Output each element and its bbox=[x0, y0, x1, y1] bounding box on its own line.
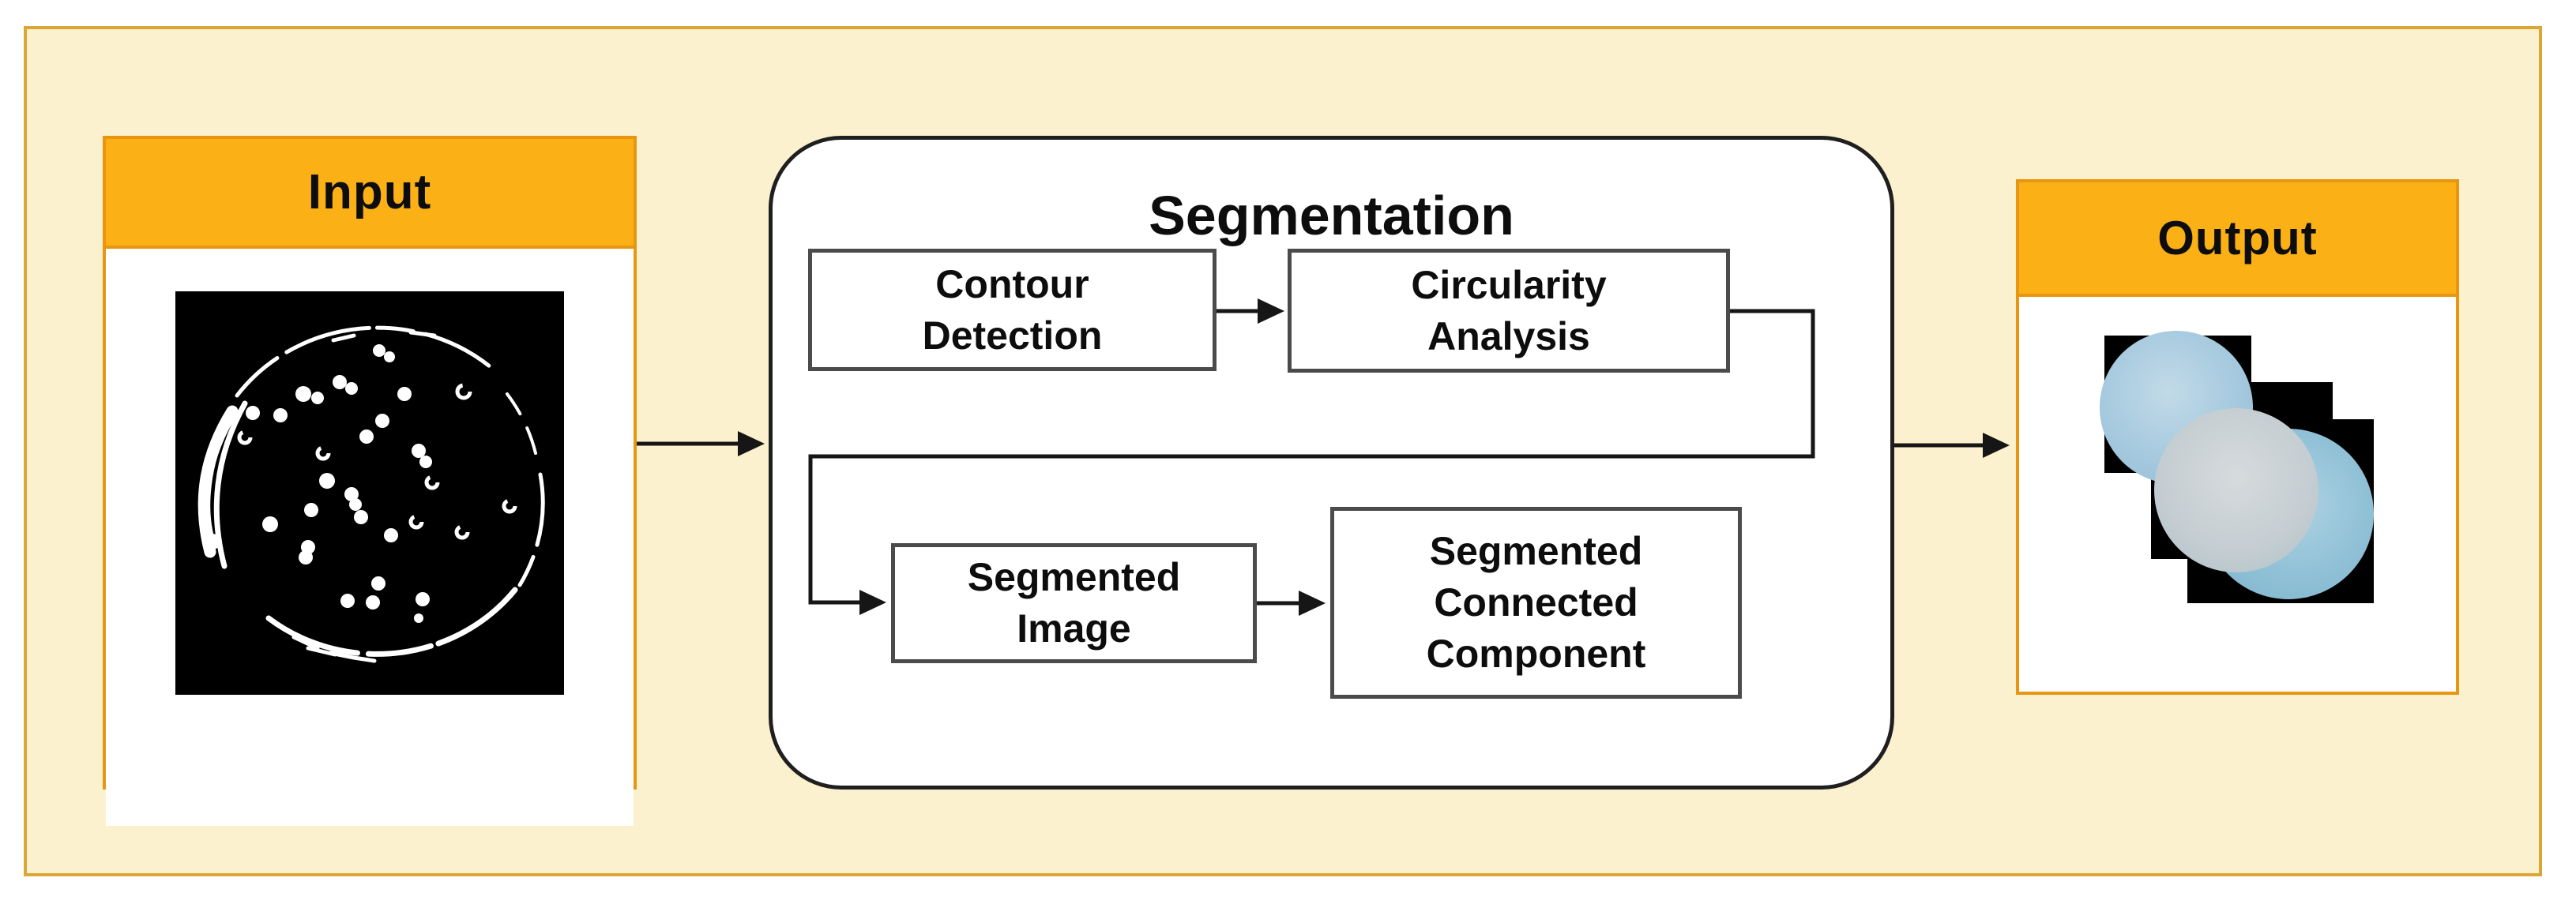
process-box-segmented-image: Segmented Image bbox=[891, 543, 1257, 663]
process-box-label: Segmented Connected Component bbox=[1426, 529, 1646, 676]
input-panel: Input bbox=[103, 136, 637, 826]
output-panel-title: Output bbox=[2157, 212, 2318, 264]
colony-dots bbox=[205, 344, 432, 623]
segmentation-panel: Segmentation Contour Detection Circulari… bbox=[769, 136, 1894, 790]
colony-rings bbox=[237, 383, 517, 540]
input-panel-header: Input bbox=[106, 139, 634, 249]
process-box-label: Segmented Image bbox=[967, 555, 1181, 651]
process-box-label: Circularity Analysis bbox=[1411, 262, 1607, 358]
process-box-segmented-connected-component: Segmented Connected Component bbox=[1330, 507, 1742, 699]
process-box-label: Contour Detection bbox=[922, 261, 1103, 358]
input-panel-title: Input bbox=[307, 165, 432, 219]
dish-rim bbox=[197, 325, 545, 663]
input-panel-body bbox=[106, 291, 634, 826]
process-box-contour-detection: Contour Detection bbox=[808, 249, 1217, 371]
output-panel-body bbox=[2019, 297, 2456, 688]
output-panel: Output bbox=[2016, 179, 2459, 695]
petri-dish-image bbox=[175, 291, 564, 695]
segmented-colony-circle bbox=[2154, 408, 2318, 572]
segmentation-title: Segmentation bbox=[1149, 185, 1514, 246]
output-panel-header: Output bbox=[2019, 182, 2456, 297]
process-box-circularity-analysis: Circularity Analysis bbox=[1288, 249, 1730, 373]
